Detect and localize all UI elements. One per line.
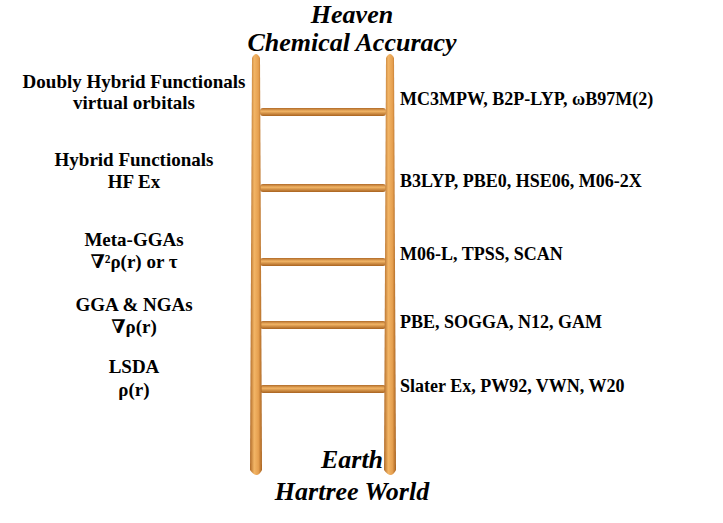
bottom-label: Hartree World — [180, 477, 524, 507]
rung — [260, 385, 386, 393]
ladder-rail — [250, 54, 262, 475]
rung-ingredient: ∇ρ(r) — [0, 316, 268, 338]
functional-list: B3LYP, PBE0, HSE06, M06-2X — [400, 171, 722, 192]
rung — [260, 184, 386, 192]
rung-name: Meta-GGAs — [0, 229, 268, 251]
rung — [260, 108, 386, 116]
rung-name: LSDA — [0, 356, 268, 378]
top-label: Chemical Accuracy — [180, 28, 524, 58]
rung-name: Doubly Hybrid Functionals — [0, 71, 268, 93]
rung-ingredient: ∇²ρ(r) or τ — [0, 251, 268, 273]
functional-list: PBE, SOGGA, N12, GAM — [400, 312, 722, 333]
rung-name: GGA & NGAs — [0, 294, 268, 316]
rung — [260, 321, 386, 329]
functional-list: M06-L, TPSS, SCAN — [400, 244, 722, 265]
functional-list: MC3MPW, B2P-LYP, ωB97M(2) — [400, 89, 722, 110]
rung-name: Hybrid Functionals — [0, 149, 268, 171]
earth-label: Earth — [180, 445, 524, 475]
rung — [260, 258, 386, 266]
ladder-rungs — [260, 108, 386, 393]
functional-list: Slater Ex, PW92, VWN, W20 — [400, 376, 722, 397]
rung-ingredient: ρ(r) — [0, 379, 268, 401]
heaven-label: Heaven — [180, 0, 524, 30]
ladder-rail — [384, 54, 396, 475]
rung-ingredient: HF Ex — [0, 171, 268, 193]
rung-ingredient: virtual orbitals — [0, 92, 268, 114]
